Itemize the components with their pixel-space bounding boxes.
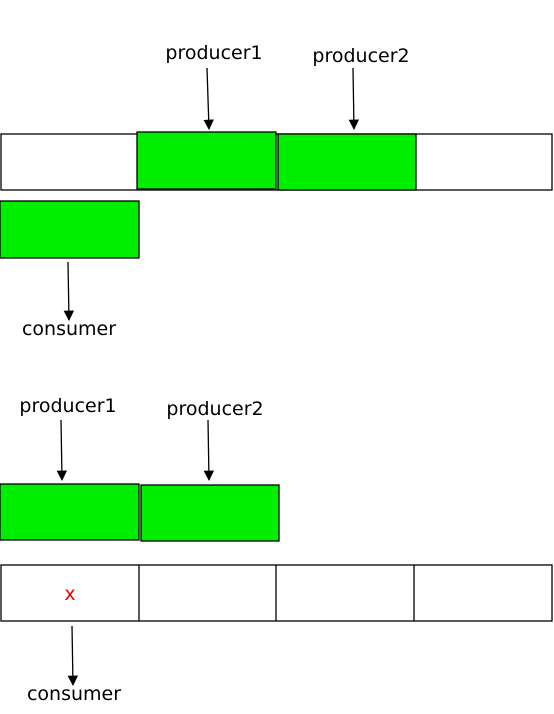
producer2-arrow [203, 419, 215, 482]
buffer-slot [136, 131, 277, 190]
consumer-arrow [67, 625, 79, 687]
consumer-block [0, 200, 140, 259]
producer2-label: producer2 [312, 45, 409, 67]
producer2-label: producer2 [166, 398, 263, 420]
consumer-label: consumer [22, 318, 116, 340]
producer1-arrow [203, 67, 214, 131]
empty-slot-marker: x [64, 583, 75, 605]
buffer-slot [277, 133, 417, 191]
producer1-label: producer1 [165, 42, 262, 64]
producer2-arrow [348, 67, 360, 131]
consumer-arrow [63, 261, 75, 322]
consumer-label: consumer [27, 683, 121, 705]
scene-2: producer1 producer2 x consumer [0, 395, 553, 705]
producer1-label: producer1 [19, 395, 116, 417]
scene-1: producer1 producer2 consumer [0, 42, 553, 340]
producer1-arrow [56, 419, 68, 482]
producer-block [140, 484, 280, 542]
producer-block [0, 483, 140, 541]
